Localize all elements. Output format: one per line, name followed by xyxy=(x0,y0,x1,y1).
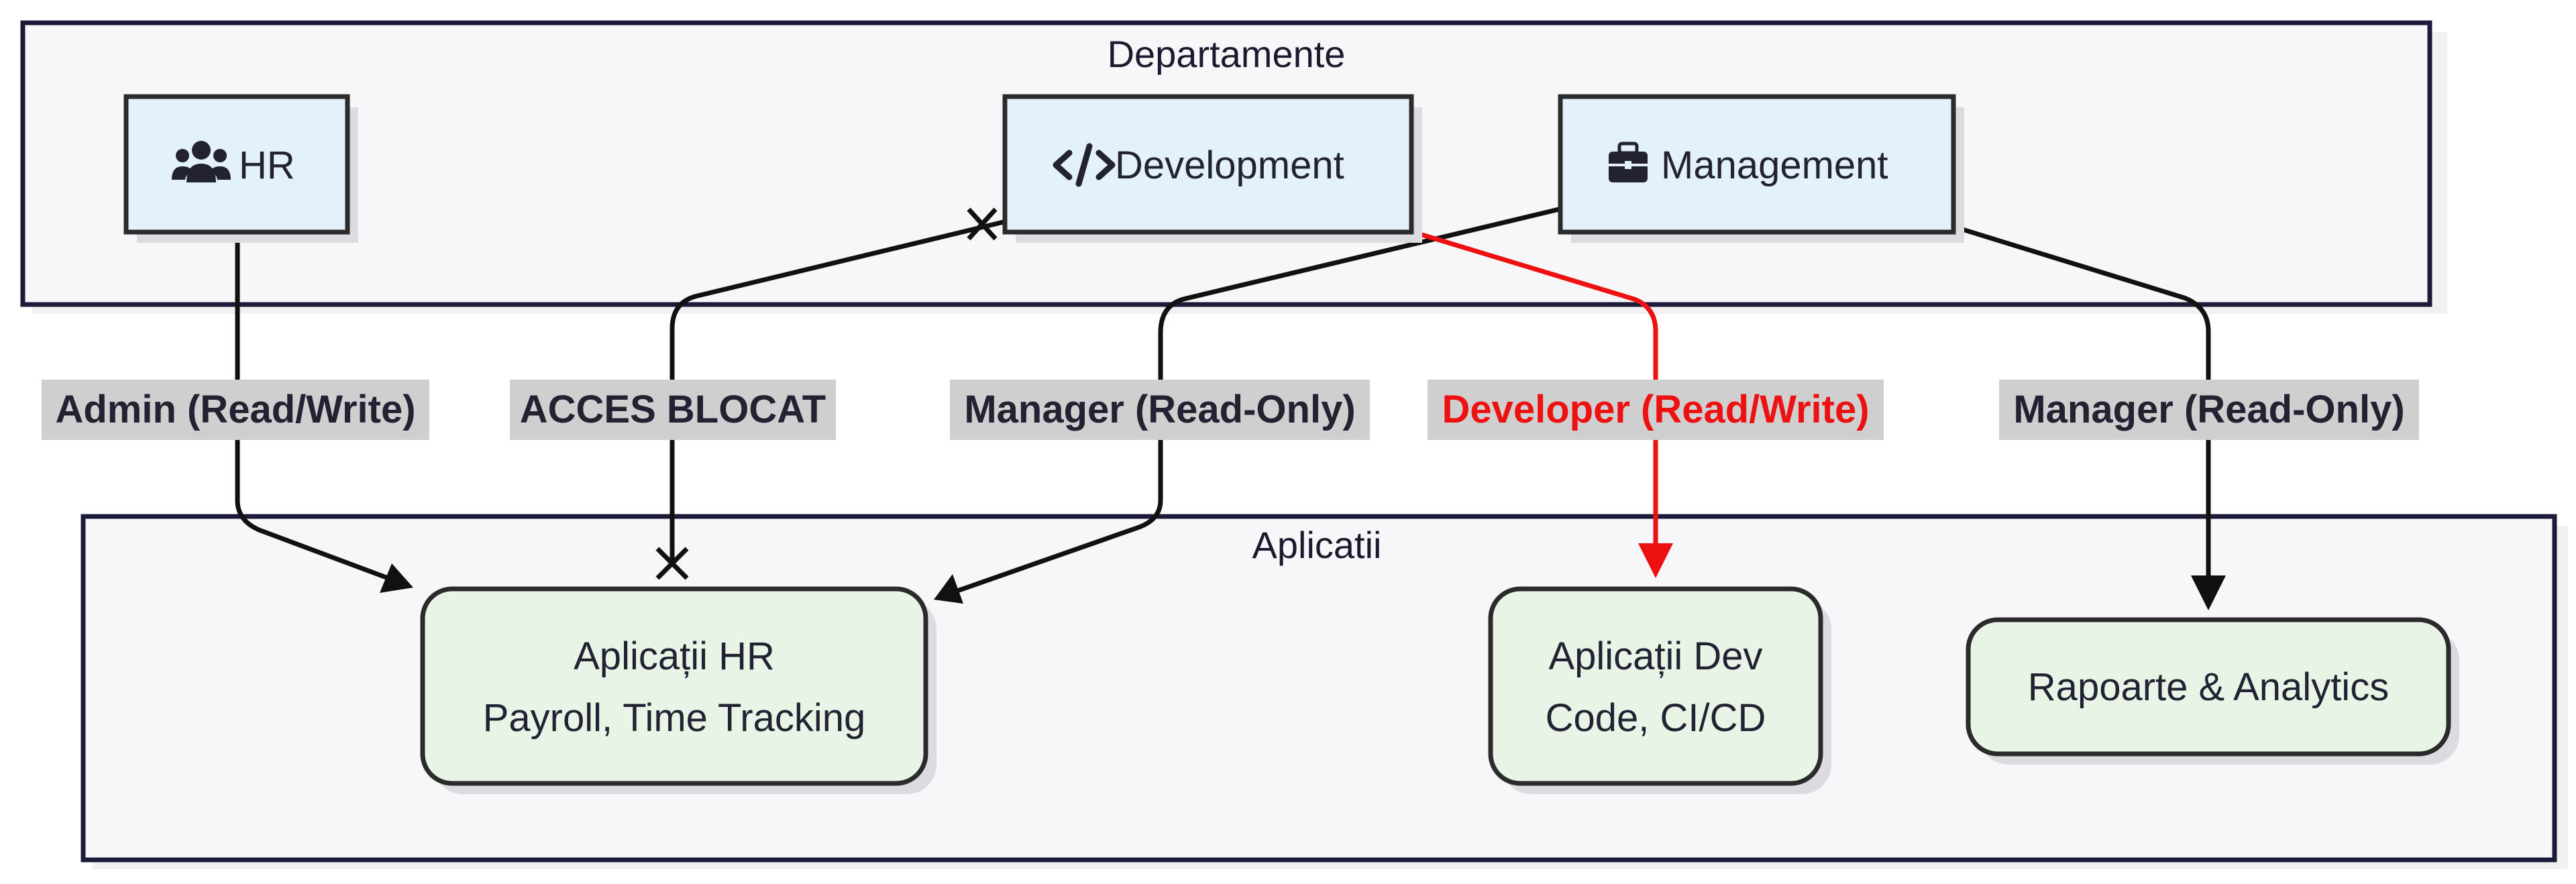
node-dev-apps-subtitle: Code, CI/CD xyxy=(1546,696,1766,740)
edge-dev-to-dev-apps-arrowhead xyxy=(1638,543,1673,578)
node-reports-label: Rapoarte & Analytics xyxy=(2028,665,2389,709)
node-hr[interactable]: HR xyxy=(123,94,358,243)
edge-label-admin: Admin (Read/Write) xyxy=(42,380,429,440)
node-management[interactable]: Management xyxy=(1558,94,1964,243)
edge-label-developer-text: Developer (Read/Write) xyxy=(1442,388,1869,431)
edge-label-manager-reports: Manager (Read-Only) xyxy=(1999,380,2419,440)
edge-label-manager-reports-text: Manager (Read-Only) xyxy=(2013,388,2404,431)
edge-label-blocked-text: ACCES BLOCAT xyxy=(520,388,826,431)
applications-cluster-title: Aplicatii xyxy=(1252,524,1382,566)
node-development[interactable]: Development xyxy=(1002,94,1422,243)
edge-label-admin-text: Admin (Read/Write) xyxy=(55,388,415,431)
edge-hr-to-hr-apps xyxy=(235,232,393,582)
edge-mgmt-to-reports xyxy=(1948,223,2211,577)
edge-dev-to-dev-apps xyxy=(1407,228,1658,546)
node-hr-apps-title: Aplicații HR xyxy=(574,634,775,678)
blocked-cross-bottom-icon xyxy=(655,547,689,580)
edge-label-developer: Developer (Read/Write) xyxy=(1428,380,1884,440)
node-reports[interactable]: Rapoarte & Analytics xyxy=(1966,617,2459,765)
edge-mgmt-to-hr-apps xyxy=(954,207,1560,594)
edge-label-manager-hr-text: Manager (Read-Only) xyxy=(964,388,1355,431)
edge-mgmt-to-hr-apps-arrowhead xyxy=(934,574,963,604)
code-icon xyxy=(1053,143,1116,187)
edge-dev-to-hr-apps-blocked xyxy=(669,219,1007,561)
node-hr-apps-subtitle: Payroll, Time Tracking xyxy=(483,696,866,740)
node-dev-apps-title: Aplicații Dev xyxy=(1548,634,1762,678)
node-management-label: Management xyxy=(1661,144,1888,187)
edge-mgmt-to-reports-arrowhead xyxy=(2191,575,2226,610)
edge-label-blocked: ACCES BLOCAT xyxy=(510,380,836,440)
node-hr-apps[interactable]: Aplicații HR Payroll, Time Tracking xyxy=(420,586,936,794)
edge-label-manager-hr: Manager (Read-Only) xyxy=(950,380,1370,440)
node-hr-label: HR xyxy=(239,144,295,187)
users-icon xyxy=(172,141,231,182)
node-development-label: Development xyxy=(1115,144,1344,187)
edge-hr-to-hr-apps-arrowhead xyxy=(380,563,413,593)
blocked-cross-top-icon xyxy=(967,207,998,241)
departments-cluster-title: Departamente xyxy=(1108,33,1346,75)
node-dev-apps[interactable]: Aplicații Dev Code, CI/CD xyxy=(1488,586,1831,794)
briefcase-icon xyxy=(1609,142,1648,182)
